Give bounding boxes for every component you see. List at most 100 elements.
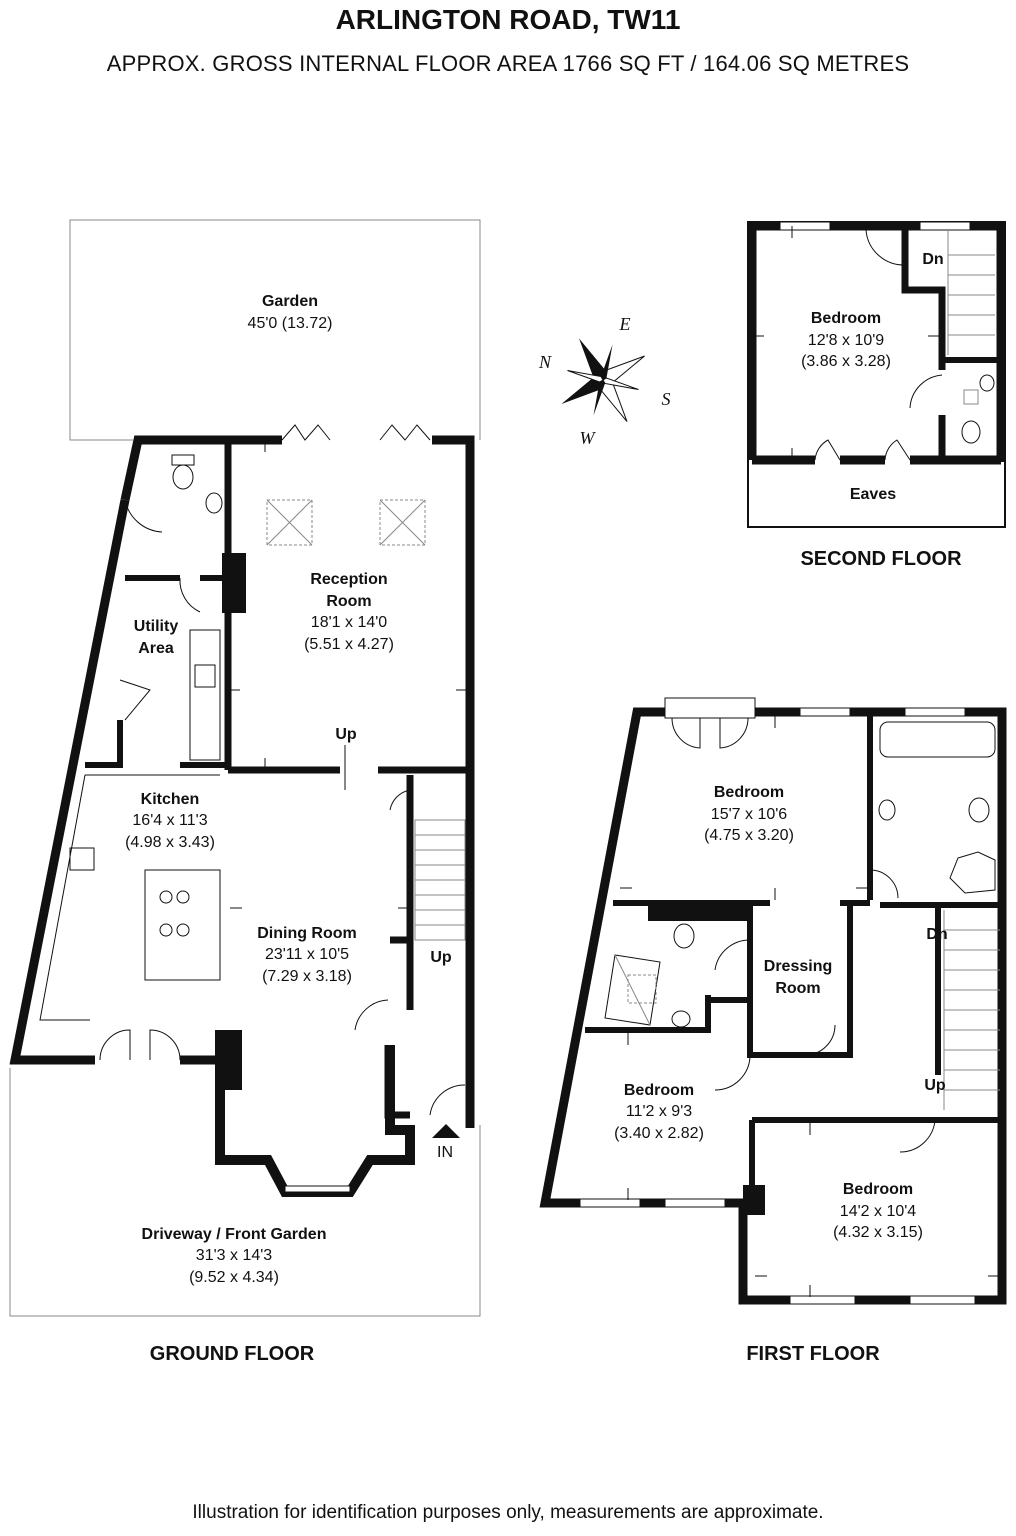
french-door-left [99,1029,131,1061]
first-bedroom-3-name: Bedroom [843,1181,913,1198]
french-door-right [149,1029,181,1061]
second-bedroom-name: Bedroom [811,310,881,327]
utility-cupboard-door [119,679,151,721]
reception-dims-metric: (5.51 x 4.27) [304,636,394,653]
kitchen-sink-icon [69,847,95,871]
wc-cistern-icon [171,454,195,466]
first-window-a [799,707,851,717]
second-floor-plan [747,221,1006,528]
first-bedroom-1-dims-imperial: 15'7 x 10'6 [711,806,787,823]
ground-rear-wall-left [120,435,282,501]
first-window-b [904,707,966,717]
compass-south-label: S [662,389,671,409]
garden-dims: 45'0 (13.72) [248,315,333,332]
utility-sink-icon [194,664,216,688]
dressing-name-2: Room [775,980,820,997]
second-floor-outline [747,221,1006,528]
bifold-door-right [379,424,431,441]
driveway-name: Driveway / Front Garden [142,1226,327,1243]
bifold-door-left [281,424,331,441]
second-stair-dn-label: Dn [922,251,943,268]
first-stair-up-label: Up [924,1077,946,1094]
dressing-door-swing [804,1024,836,1056]
first-window-f [909,1295,976,1305]
utility-counter [189,629,221,761]
basin-icon [878,799,896,821]
wardrobe-door-right [719,717,749,749]
toilet-icon [172,464,194,490]
wall-ensuite-south [585,997,750,1033]
driveway-boundary [9,1068,481,1317]
second-staircase [947,230,995,355]
driveway-dims-metric: (9.52 x 4.34) [189,1269,279,1286]
utility-name-2: Area [138,640,174,657]
hob-icon [159,890,190,937]
eaves-door-left [814,439,841,461]
first-floor-plan [539,697,1007,1305]
second-window-a [779,221,831,231]
dining-door-swing [354,999,389,1031]
dining-name: Dining Room [257,925,357,942]
reception-name-2: Room [326,593,371,610]
kitchen-dims-metric: (4.98 x 3.43) [125,834,215,851]
reception-name-1: Reception [310,571,387,588]
driveway-dims-imperial: 31'3 x 14'3 [196,1247,272,1264]
skylight-icon [379,499,426,546]
page-title: ARLINGTON ROAD, TW11 [335,4,681,35]
eaves-door-right [884,439,911,461]
toilet-icon [961,420,981,444]
bay-window-glazing [284,1185,351,1193]
basin-icon [205,492,223,514]
basin-icon [979,374,995,392]
bath-door-swing [869,869,899,899]
kitchen-name: Kitchen [141,791,200,808]
compass-east-label: E [619,314,631,334]
entrance-arrow-icon [432,1124,460,1138]
shower-icon [949,851,996,894]
bed2-door-swing [714,1054,751,1091]
bathtub-icon [879,721,996,758]
wc-door-swing [124,499,163,533]
hall-cupboard-door [389,789,411,811]
ground-staircase [414,819,466,941]
kitchen-island [144,869,221,981]
ensuite-door-swing [714,939,751,971]
toilet-icon [673,923,695,949]
first-bedroom-2-name: Bedroom [624,1082,694,1099]
wall-utility-cupboard [85,720,123,768]
shower-door-swing [909,374,943,409]
second-bedroom-dims-imperial: 12'8 x 10'9 [808,332,884,349]
garden-boundary [69,219,481,441]
skylight-icon [266,499,313,546]
second-stair-wall [901,226,946,370]
second-bedroom-dims-metric: (3.86 x 3.28) [801,353,891,370]
ground-floor-label: GROUND FLOOR [150,1343,315,1365]
shower-tray-icon [963,389,979,405]
first-window-c [579,1198,641,1208]
kitchen-dims-imperial: 16'4 x 11'3 [132,812,207,829]
utility-door-swing [179,577,201,613]
first-bedroom-2-dims-metric: (3.40 x 2.82) [614,1125,704,1142]
ground-floor-plan [9,219,481,1317]
first-window-e [789,1295,856,1305]
ensuite-shower-icon [604,954,661,1026]
dining-dims-metric: (7.29 x 3.18) [262,968,352,985]
first-window-d [664,1198,726,1208]
wall-dressing-room [747,905,853,1058]
floor-area-subtitle: APPROX. GROSS INTERNAL FLOOR AREA 1766 S… [106,51,910,76]
utility-name-1: Utility [134,618,179,635]
first-staircase [943,910,1000,1110]
first-bedroom-1-dims-metric: (4.75 x 3.20) [704,827,794,844]
eaves-name: Eaves [850,486,896,503]
ground-east-wall [432,435,475,1128]
garden-name: Garden [262,293,318,310]
chimney-breast-dining [220,1030,242,1090]
wall-hall-front [384,1045,410,1119]
first-bedroom-3-dims-metric: (4.32 x 3.15) [833,1224,923,1241]
second-window-b [919,221,971,231]
compass-rose-icon [561,338,645,422]
bed3-door-swing [899,1119,936,1153]
second-door-swing [865,229,906,266]
reception-dims-imperial: 18'1 x 14'0 [311,614,387,631]
compass-north-label: N [538,352,552,372]
